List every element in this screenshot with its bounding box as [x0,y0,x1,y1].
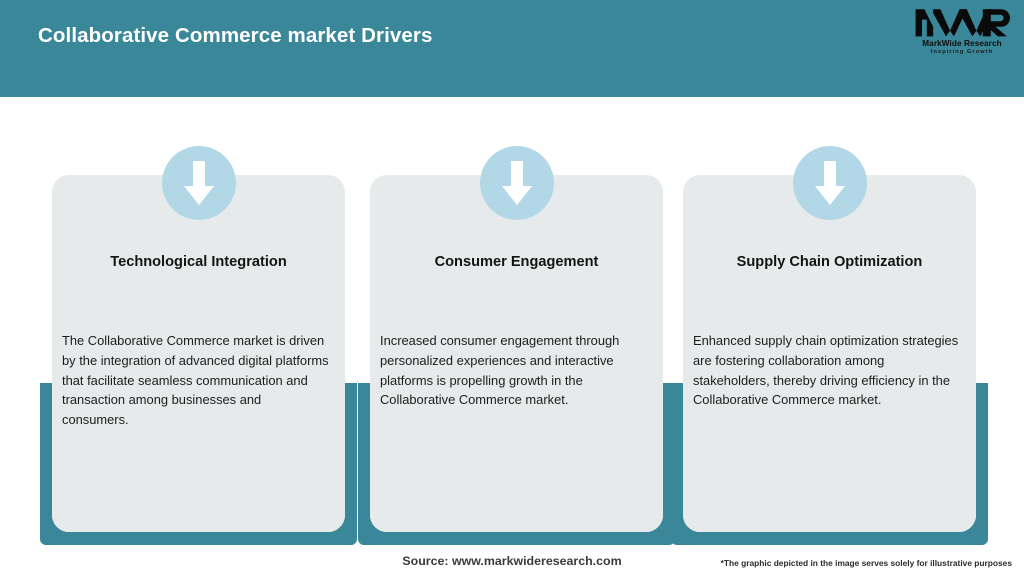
down-arrow-icon [162,146,236,220]
card-panel [370,175,663,532]
down-arrow-icon [793,146,867,220]
card-panel [52,175,345,532]
card-title: Supply Chain Optimization [736,254,923,270]
card-title: Technological Integration [110,254,287,270]
mwr-logo-icon [915,9,1010,37]
card-title: Consumer Engagement [434,254,599,270]
card-body-text: Enhanced supply chain optimization strat… [693,333,959,408]
markwide-research-logo: MarkWide Research Inspiring Growth [914,6,1010,60]
down-arrow-icon [480,146,554,220]
logo-company-name: MarkWide Research [922,39,1002,48]
source-label: Source: www.markwideresearch.com [402,554,622,568]
card-body-text: The Collaborative Commerce market is dri… [62,333,329,428]
driver-card[interactable]: Supply Chain Optimization Enhanced suppl… [671,0,988,576]
card-panel [683,175,976,532]
logo-tagline: Inspiring Growth [930,49,994,55]
down-arrow-glyph [502,161,532,205]
page-title: Collaborative Commerce market Drivers [38,24,433,47]
disclaimer-label: *The graphic depicted in the image serve… [720,558,1012,568]
down-arrow-glyph [184,161,214,205]
driver-card[interactable]: Consumer Engagement Increased consumer e… [358,0,675,576]
driver-card[interactable]: Technological Integration The Collaborat… [40,0,357,576]
header-band [0,0,1024,97]
down-arrow-glyph [815,161,845,205]
card-body-text: Increased consumer engagement through pe… [380,333,620,408]
